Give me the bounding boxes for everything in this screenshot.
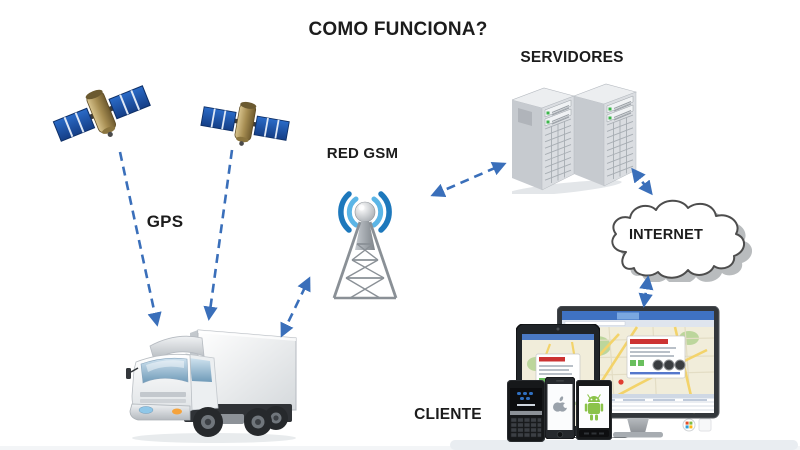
blackberry-phone-icon xyxy=(506,379,546,443)
label-servidores: SERVIDORES xyxy=(520,49,624,66)
server-icon xyxy=(506,74,642,196)
arrow-satellite2-truck xyxy=(203,149,234,321)
ground-shadow xyxy=(0,438,800,450)
label-red-gsm: RED GSM xyxy=(326,145,399,162)
truck-icon xyxy=(126,318,302,444)
cloud-icon xyxy=(604,194,753,285)
arrow-satellite1-truck xyxy=(118,151,162,327)
arrow-internet-client xyxy=(638,275,654,308)
satellite-icon xyxy=(200,92,290,156)
page-title: COMO FUNCIONA? xyxy=(308,19,488,40)
iphone-icon xyxy=(544,376,576,440)
satellite-icon xyxy=(52,78,152,150)
antenna-icon xyxy=(318,186,412,304)
android-phone-icon xyxy=(575,379,613,441)
arrow-gsm-servers xyxy=(430,162,507,197)
label-cliente: CLIENTE xyxy=(414,406,482,423)
label-internet: INTERNET xyxy=(628,227,704,243)
label-gps: GPS xyxy=(146,212,184,231)
